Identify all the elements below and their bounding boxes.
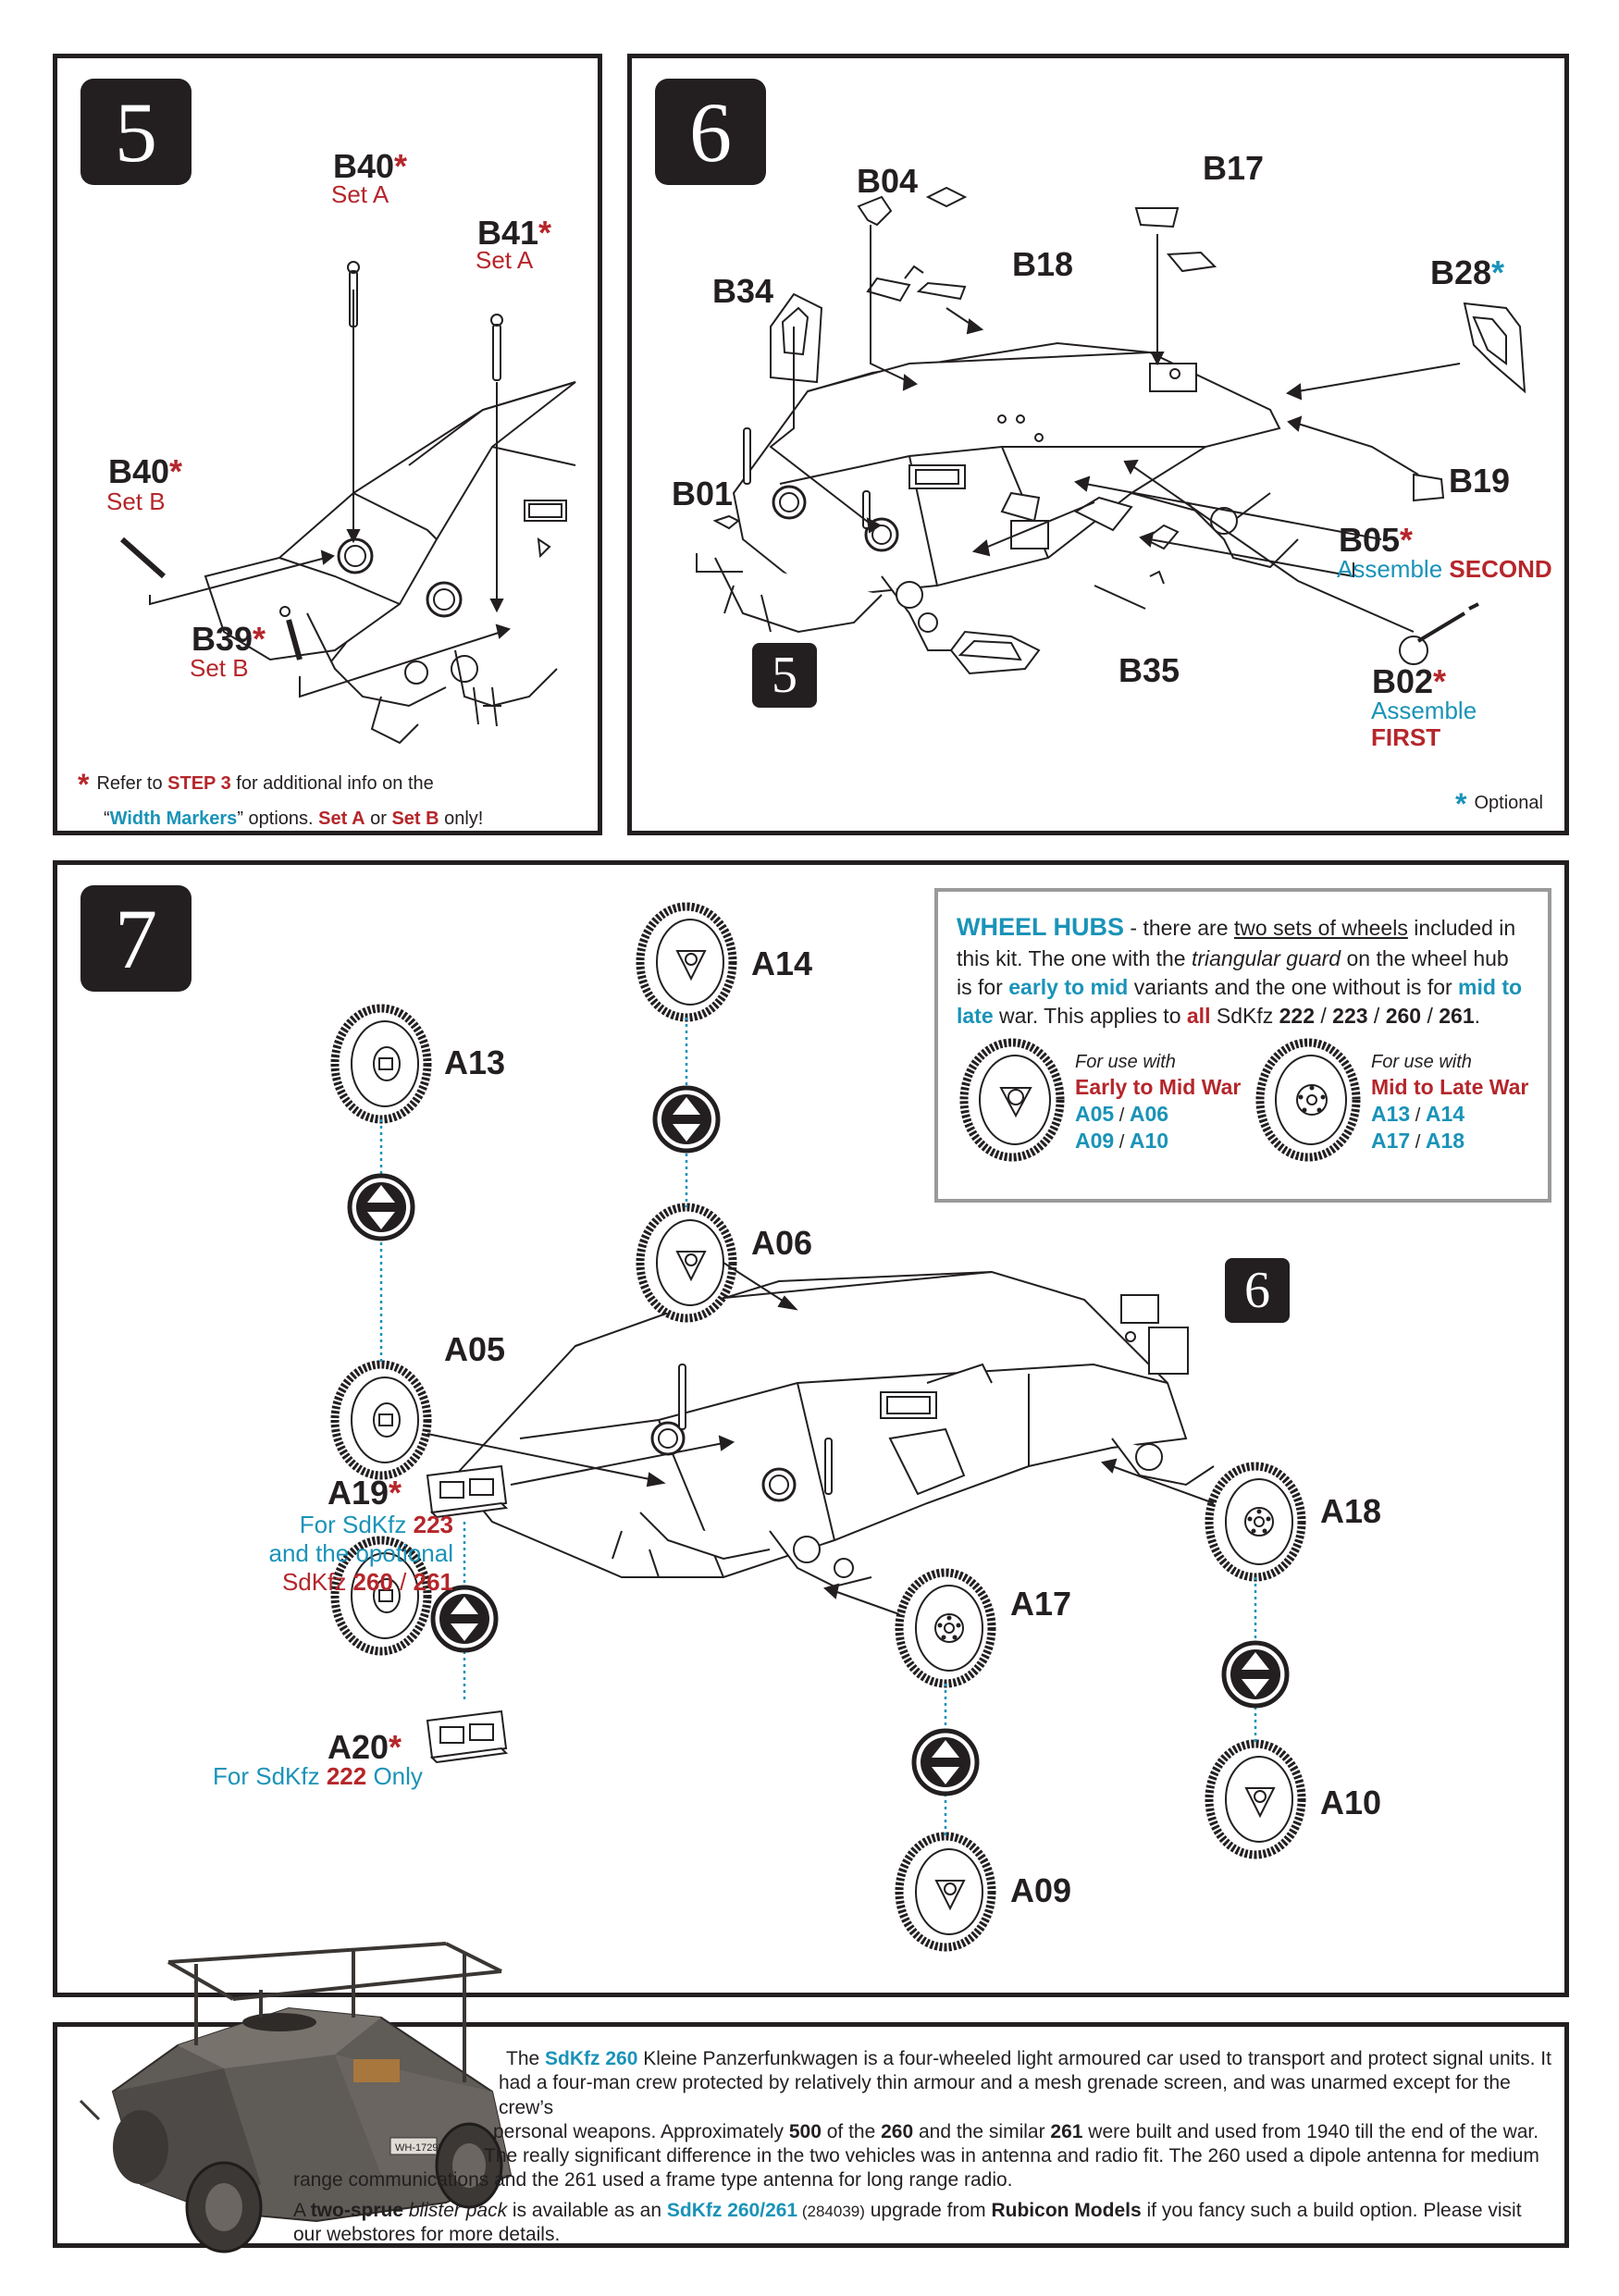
- optional-legend: *Optional: [1455, 787, 1543, 821]
- part-b02: B02*: [1372, 662, 1447, 700]
- part-b40-left-note: Set B: [106, 488, 166, 515]
- step-number: 5: [80, 79, 192, 185]
- part-a19: A19*: [328, 1474, 402, 1512]
- inset-step-number: 5: [752, 643, 817, 708]
- wheel-a09: A09: [1010, 1871, 1072, 1909]
- part-b02-note2: FIRST: [1371, 723, 1441, 751]
- part-b41-note: Set A: [476, 246, 534, 274]
- wheel-a10: A10: [1320, 1784, 1382, 1821]
- part-a20-note: For SdKfz 222 Only: [213, 1762, 423, 1790]
- part-b17: B17: [1203, 149, 1265, 187]
- step6-drawing: [696, 186, 1526, 675]
- part-b28: B28*: [1430, 253, 1505, 291]
- wheel-hubs-box: WHEEL HUBS - there are two sets of wheel…: [934, 888, 1551, 1203]
- part-b02-note1: Assemble: [1371, 697, 1477, 724]
- part-b05: B05*: [1339, 521, 1414, 559]
- part-b40-left: B40*: [108, 452, 183, 490]
- part-b41: B41*: [477, 214, 552, 252]
- early-hub-wheel-icon: [959, 1038, 1065, 1162]
- wheel-a13: A13: [444, 1043, 506, 1081]
- part-a20: A20*: [328, 1728, 402, 1766]
- part-b35: B35: [1118, 651, 1180, 689]
- wheel-a05: A05: [444, 1330, 506, 1368]
- wheel-a17: A17: [1010, 1585, 1072, 1623]
- part-b40-top: B40*: [333, 147, 408, 185]
- step5-footnote: *Refer to STEP 3 for additional info on …: [78, 768, 484, 830]
- early-hub-caption: For use with Early to Mid War A05 / A06 …: [1075, 1052, 1242, 1153]
- part-b39: B39*: [192, 620, 266, 658]
- part-b34: B34: [712, 272, 774, 310]
- step7-drawing: [57, 865, 1574, 2002]
- late-hub-caption: For use with Mid to Late War A13 / A14 A…: [1371, 1052, 1529, 1153]
- step5-panel: 5: [53, 54, 602, 835]
- vehicle-photo: WH-1729B: [79, 1942, 513, 2253]
- step-number: 7: [80, 885, 192, 992]
- wheel-a18: A18: [1320, 1492, 1382, 1530]
- step7-panel: 7 6 WHEEL HUBS - there are two sets of w…: [53, 860, 1569, 1997]
- part-b01: B01: [672, 475, 734, 512]
- step5-drawing: [120, 261, 576, 745]
- wheel-a14: A14: [751, 944, 813, 982]
- late-hub-wheel-icon: [1255, 1038, 1361, 1162]
- part-a19-note: For SdKfz 223 and the opotional SdKfz 26…: [268, 1511, 453, 1597]
- license-plate: WH-1729B: [395, 2142, 445, 2154]
- part-b39-note: Set B: [190, 654, 249, 682]
- wheel-a06: A06: [751, 1224, 813, 1262]
- wheel-hubs-text: WHEEL HUBS - there are two sets of wheel…: [957, 913, 1523, 1029]
- inset-step-number: 6: [1225, 1258, 1290, 1323]
- part-b40-top-note: Set A: [331, 180, 389, 208]
- part-b05-note: Assemble SECOND: [1337, 555, 1552, 583]
- info-panel: WH-1729B The SdKfz 260 Kleine Panzerfunk…: [53, 1942, 1569, 2253]
- info-text: The SdKfz 260 Kleine Panzerfunkwagen is …: [293, 2048, 1551, 2245]
- part-b18: B18: [1012, 245, 1074, 283]
- step6-panel: 6 5: [627, 54, 1569, 835]
- step-number: 6: [655, 79, 766, 185]
- part-b19: B19: [1449, 462, 1511, 500]
- part-b04: B04: [857, 162, 919, 200]
